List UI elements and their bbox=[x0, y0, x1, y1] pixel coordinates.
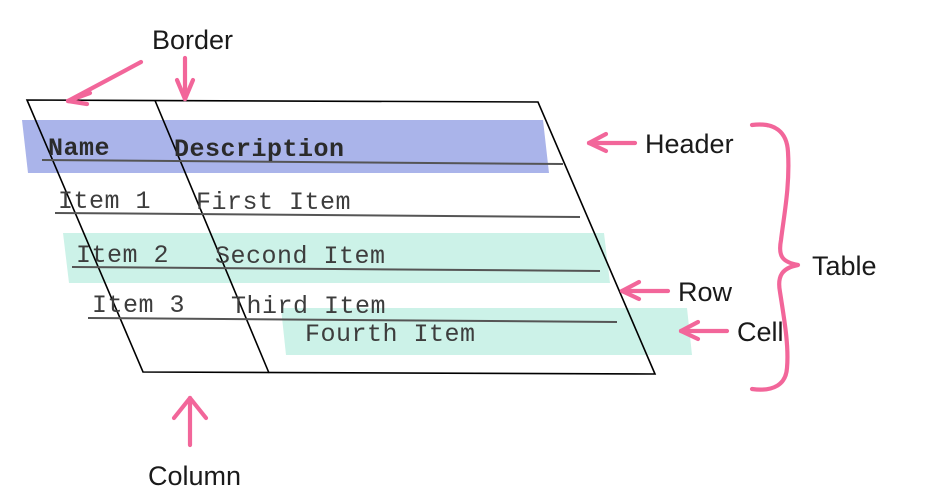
row-1-name: Item 1 bbox=[58, 187, 151, 216]
row-1-description: First Item bbox=[196, 188, 351, 217]
header-band bbox=[22, 120, 549, 173]
annotation-label-border: Border bbox=[152, 25, 233, 55]
row-3-description: Third Item bbox=[231, 292, 386, 321]
annotation-label-row: Row bbox=[678, 277, 733, 307]
header-arrow bbox=[586, 131, 638, 154]
row-2-name: Item 2 bbox=[76, 241, 169, 270]
annotation-label-table: Table bbox=[812, 251, 877, 281]
row-rule-header bbox=[41, 159, 564, 165]
row-arrow bbox=[619, 279, 671, 302]
row-3-name: Item 3 bbox=[92, 291, 185, 320]
border-arrow-diagonal bbox=[65, 59, 144, 107]
row-rule-2 bbox=[71, 266, 601, 272]
table-brace bbox=[749, 122, 801, 392]
column-divider bbox=[154, 100, 270, 374]
header-cell-name: Name bbox=[48, 134, 110, 163]
row-2-description: Second Item bbox=[215, 242, 386, 271]
border-arrow-vertical bbox=[174, 55, 196, 102]
header-cell-description: Description bbox=[174, 135, 345, 164]
annotation-label-cell: Cell bbox=[737, 317, 784, 347]
annotation-label-column: Column bbox=[148, 461, 241, 491]
annotation-label-header: Header bbox=[645, 129, 734, 159]
column-arrow bbox=[171, 395, 209, 448]
floating-cell-text: Fourth Item bbox=[305, 320, 476, 349]
cell-arrow bbox=[678, 319, 730, 342]
table-outline bbox=[25, 99, 657, 375]
row-rule-1 bbox=[54, 212, 581, 218]
row-rule-3 bbox=[87, 317, 618, 323]
